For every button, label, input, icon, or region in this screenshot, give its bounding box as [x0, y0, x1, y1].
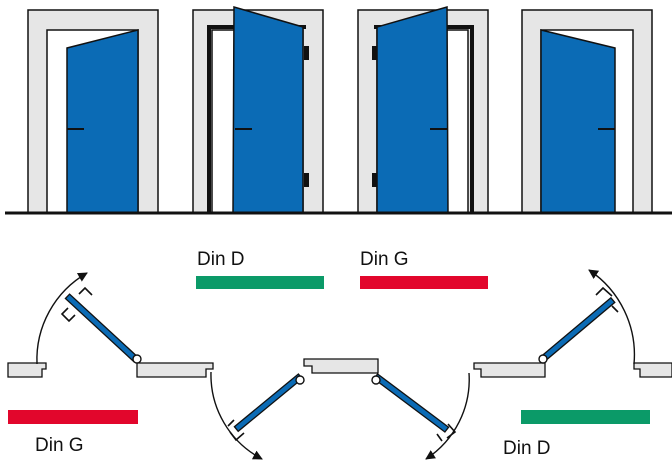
- din-d-label-bottom: Din D: [503, 438, 551, 459]
- hinge-icon: [304, 46, 309, 60]
- plan-view-3: [371, 372, 470, 460]
- plan-view-1: [7, 272, 214, 378]
- door-leaf: [540, 29, 616, 214]
- door-leaf-plan: [540, 296, 616, 362]
- frame-clip: [60, 286, 93, 323]
- hinge-icon: [304, 173, 309, 187]
- din-g-label-top: Din G: [360, 249, 409, 270]
- door-leaf: [232, 6, 304, 214]
- din-d-bar-bottom: [521, 410, 650, 424]
- swing-arc: [36, 272, 88, 365]
- plan-view-2: [210, 358, 379, 460]
- door-leaf: [66, 29, 139, 214]
- din-g-bar-top: [360, 276, 488, 289]
- door-leaf-plan: [64, 293, 140, 363]
- door-leaf: [376, 6, 449, 214]
- swing-arc: [210, 371, 263, 460]
- elevation-1: [27, 9, 159, 214]
- elevation-4: [521, 9, 653, 214]
- pivot-point: [132, 354, 142, 364]
- wall-section: [303, 358, 379, 374]
- pivot-point: [371, 375, 381, 385]
- din-g-label-bottom: Din G: [35, 435, 84, 456]
- wall-section: [633, 362, 672, 378]
- swing-arc: [425, 372, 470, 460]
- pivot-point: [538, 354, 548, 364]
- frame-clip: [595, 286, 619, 313]
- hinge-icon: [372, 173, 377, 187]
- wall-section: [136, 362, 214, 378]
- wall-section: [473, 362, 546, 378]
- elevation-2: [192, 6, 324, 214]
- door-leaf-plan: [372, 373, 450, 433]
- din-g-bar-bottom: [8, 410, 138, 424]
- din-d-bar-top: [196, 276, 324, 289]
- door-leaf-plan: [233, 373, 304, 433]
- elevation-3: [357, 6, 489, 214]
- plan-view-4: [473, 269, 672, 378]
- pivot-point: [295, 375, 305, 385]
- hinge-icon: [372, 46, 377, 60]
- wall-section: [7, 362, 47, 378]
- swing-arc: [588, 269, 636, 365]
- din-d-label-top: Din D: [197, 249, 245, 270]
